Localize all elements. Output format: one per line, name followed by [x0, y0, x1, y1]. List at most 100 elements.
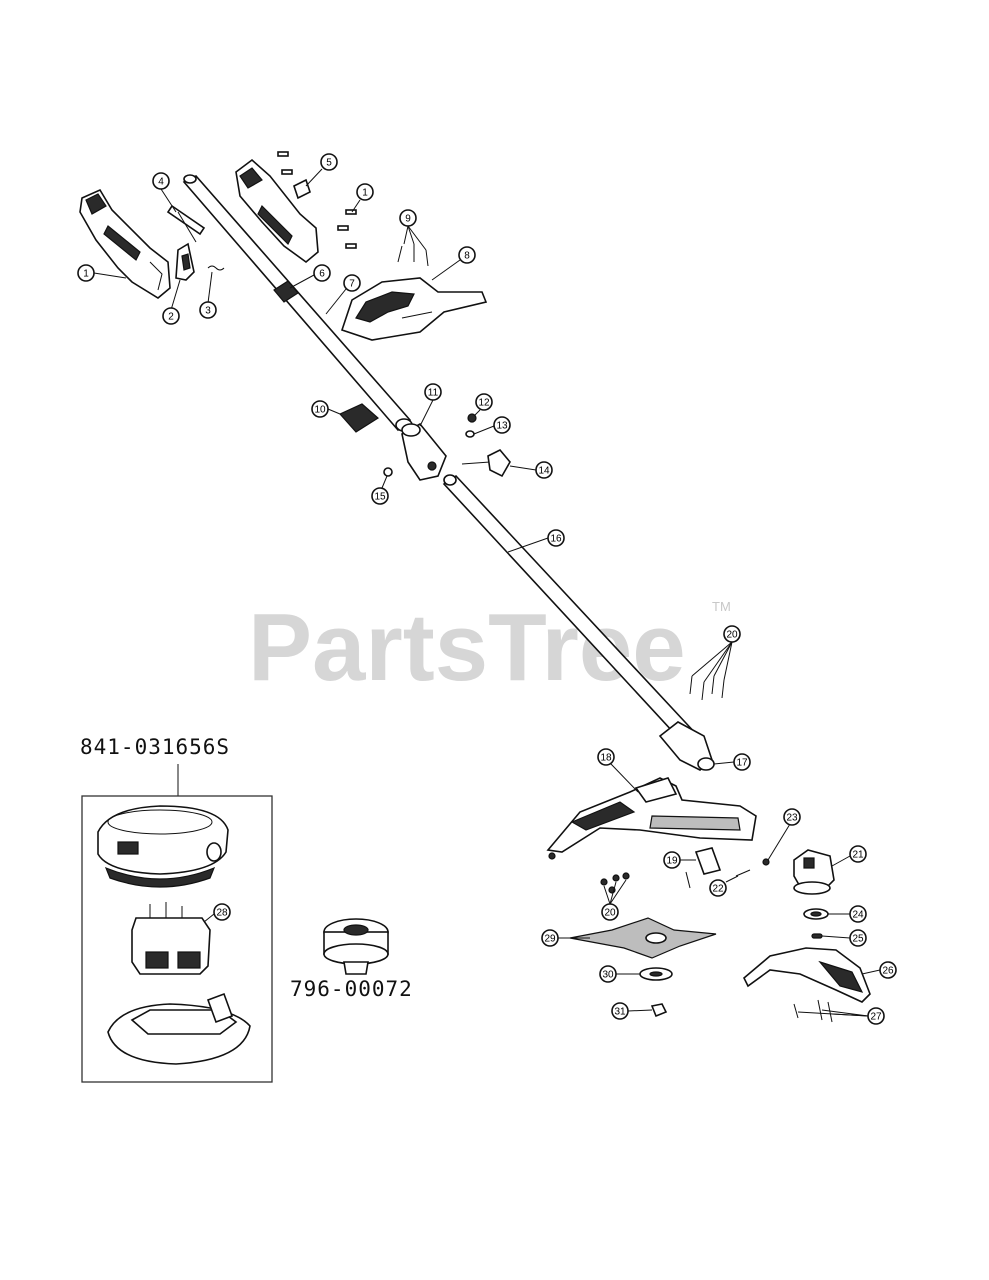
tightening-knob[interactable] [461, 449, 511, 478]
callout-10 [311, 400, 329, 418]
callout-21-text: 21 [852, 850, 864, 861]
assist-handle-screws[interactable] [397, 244, 429, 267]
spring[interactable] [207, 265, 225, 271]
callout-30 [599, 965, 617, 983]
callout-7 [343, 274, 361, 292]
callout-31 [611, 1002, 629, 1020]
spool-insert[interactable] [131, 902, 211, 975]
callout-1-left [77, 264, 95, 282]
callout-28 [213, 903, 231, 921]
callout-5 [320, 153, 338, 171]
motor-housing-guard[interactable] [546, 777, 757, 860]
callout-24 [849, 905, 867, 923]
callout-18-text: 18 [600, 753, 612, 764]
callout-22-text: 22 [712, 884, 724, 895]
motor-washer[interactable] [803, 908, 829, 920]
callout-8-text: 8 [464, 251, 470, 262]
callout-16-text: 16 [550, 534, 562, 545]
housing-screws-upper[interactable] [689, 675, 725, 701]
guard-bolts[interactable] [793, 999, 833, 1023]
callout-14 [535, 461, 553, 479]
trimmer-head-kit-box [81, 795, 273, 1083]
shaft-end-fitting[interactable] [658, 721, 715, 771]
callout-14-text: 14 [538, 466, 550, 477]
blade-washer[interactable] [639, 967, 673, 981]
shaft-coupler-latch[interactable] [339, 403, 379, 433]
callout-27-text: 27 [870, 1012, 882, 1023]
callout-21 [849, 845, 867, 863]
switch-wire-assembly[interactable] [166, 204, 206, 243]
assist-handle[interactable] [340, 277, 488, 341]
trimmer-head-kit-number: 841-031656S [80, 735, 230, 759]
callout-15-text: 15 [374, 492, 386, 503]
handle-right-half[interactable] [235, 158, 319, 264]
callout-1-right-text: 1 [362, 188, 368, 199]
warning-label[interactable] [685, 847, 722, 889]
coupler-housing[interactable] [401, 422, 447, 481]
callout-30-text: 30 [602, 970, 614, 981]
watermark-text: PartsTree [248, 594, 686, 701]
callout-23-text: 23 [786, 813, 798, 824]
callout-25-text: 25 [852, 934, 864, 945]
callout-6 [313, 264, 331, 282]
callout-31-text: 31 [614, 1007, 626, 1018]
hex-nut[interactable] [383, 467, 393, 477]
motor-screws[interactable] [735, 858, 770, 877]
callout-26-text: 26 [882, 966, 894, 977]
callout-20-lower [601, 903, 619, 921]
callout-12-text: 12 [478, 398, 490, 409]
callout-9-text: 9 [405, 214, 411, 225]
callout-3 [199, 301, 217, 319]
callout-29 [541, 929, 559, 947]
callout-17-text: 17 [736, 758, 748, 769]
trigger[interactable] [175, 242, 195, 281]
callout-20-upper-text: 20 [726, 630, 738, 641]
callout-9 [399, 209, 417, 227]
callout-1-left-text: 1 [83, 269, 89, 280]
callout-4 [152, 172, 170, 190]
callout-4-text: 4 [158, 177, 164, 188]
callout-25 [849, 929, 867, 947]
blade-guard[interactable] [743, 947, 871, 1003]
replacement-spool[interactable] [323, 918, 389, 975]
brush-blade[interactable] [569, 917, 717, 959]
cord-lock[interactable] [293, 178, 311, 200]
washer[interactable] [465, 430, 475, 438]
callout-16 [547, 529, 565, 547]
callout-7-text: 7 [349, 279, 355, 290]
callout-24-text: 24 [852, 910, 864, 921]
upper-shaft[interactable] [182, 174, 413, 432]
motor[interactable] [793, 849, 835, 895]
trimmer-head-cap[interactable] [97, 805, 229, 888]
callout-1-right [356, 183, 374, 201]
blade-nut[interactable] [650, 1003, 668, 1018]
callout-11 [424, 383, 442, 401]
callout-5-text: 5 [326, 158, 332, 169]
callout-28-text: 28 [216, 908, 228, 919]
callout-10-text: 10 [314, 405, 326, 416]
watermark-tm: TM [712, 599, 731, 614]
callout-29-text: 29 [544, 934, 556, 945]
handle-left-half[interactable] [79, 188, 171, 299]
drive-pin[interactable] [811, 933, 823, 939]
callout-22 [709, 879, 727, 897]
callout-20-lower-text: 20 [604, 908, 616, 919]
handle-screws[interactable] [277, 151, 357, 249]
callout-17 [733, 753, 751, 771]
callout-19 [663, 851, 681, 869]
callout-18 [597, 748, 615, 766]
callout-13 [493, 416, 511, 434]
callout-15 [371, 487, 389, 505]
spool-kit-number: 796-00072 [290, 977, 413, 1001]
callout-11-text: 11 [428, 388, 439, 399]
callouts: 1 2 3 4 5 1 6 7 8 [77, 153, 897, 1025]
callout-20-upper [723, 625, 741, 643]
shaft-sleeve[interactable] [273, 280, 299, 303]
callout-2 [162, 307, 180, 325]
callout-12 [475, 393, 493, 411]
trimmer-head-base[interactable] [107, 992, 251, 1065]
callout-2-text: 2 [168, 312, 174, 323]
callout-3-text: 3 [205, 306, 211, 317]
callout-8 [458, 246, 476, 264]
